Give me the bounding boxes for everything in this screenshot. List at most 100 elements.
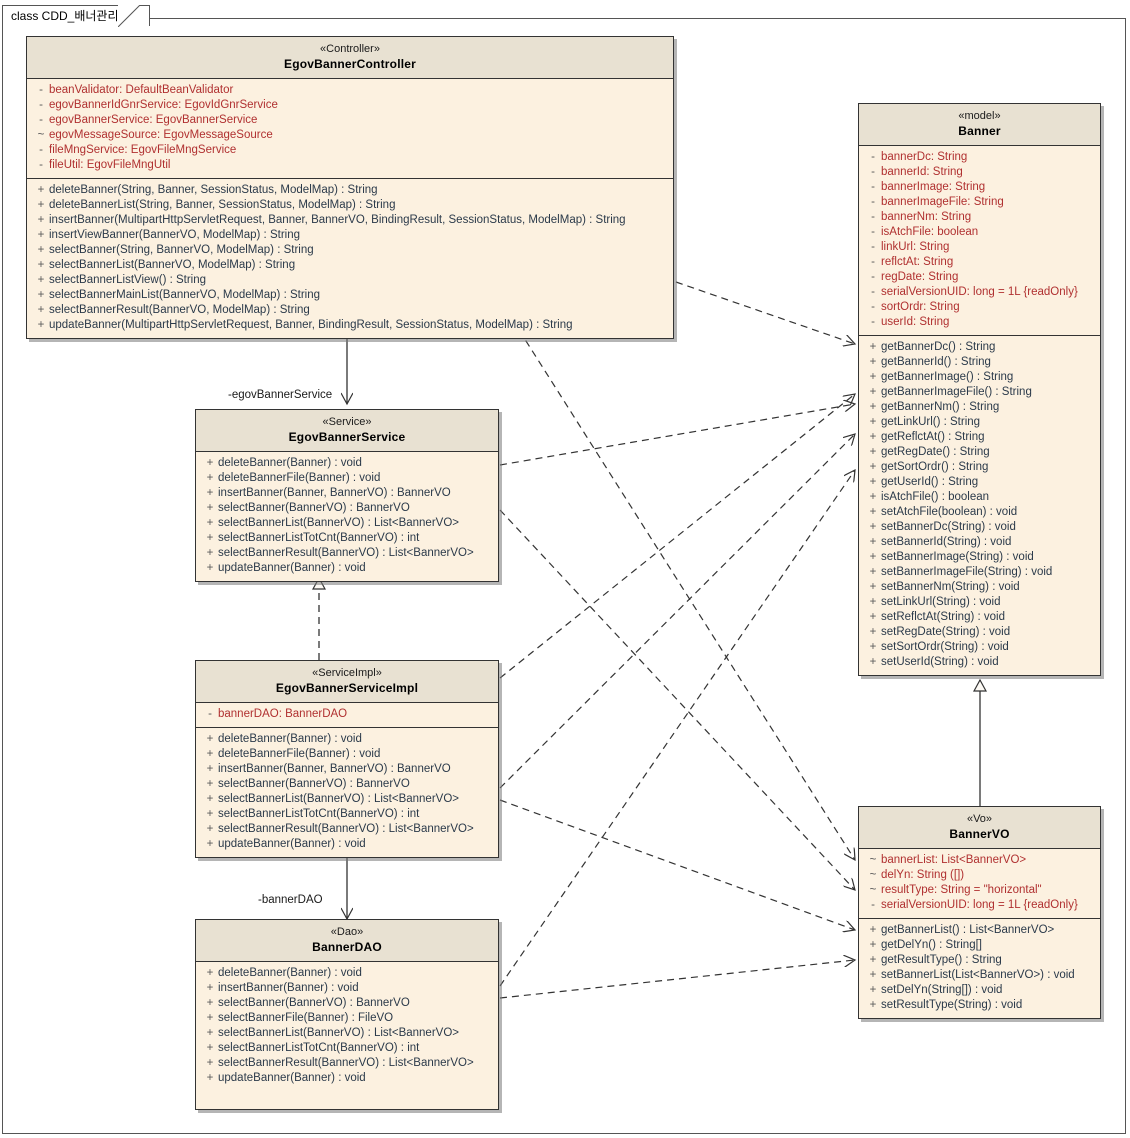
visibility-marker: + bbox=[206, 1057, 214, 1069]
class-operation: +setDelYn(String[]) : void bbox=[861, 983, 1098, 998]
class-attribute: -fileUtil: EgovFileMngUtil bbox=[29, 158, 671, 173]
member-signature: getBannerDc() : String bbox=[881, 341, 996, 353]
class-operation: +getRegDate() : String bbox=[861, 445, 1098, 460]
class-attribute: -isAtchFile: boolean bbox=[861, 225, 1098, 240]
class-operation: +selectBannerList(BannerVO) : List<Banne… bbox=[198, 1026, 496, 1041]
member-signature: bannerImageFile: String bbox=[881, 196, 1004, 208]
member-signature: setRegDate(String) : void bbox=[881, 626, 1011, 638]
member-signature: setLinkUrl(String) : void bbox=[881, 596, 1001, 608]
class-box-banner-vo[interactable]: «Vo» BannerVO ~bannerList: List<BannerVO… bbox=[858, 806, 1101, 1019]
class-operation: +selectBannerListView() : String bbox=[29, 273, 671, 288]
class-header: «Service» EgovBannerService bbox=[196, 410, 498, 452]
class-box-banner[interactable]: «model» Banner -bannerDc: String-bannerI… bbox=[858, 103, 1101, 676]
visibility-marker: - bbox=[871, 271, 875, 283]
visibility-marker: + bbox=[869, 431, 877, 443]
member-signature: fileMngService: EgovFileMngService bbox=[49, 144, 237, 156]
member-signature: setBannerDc(String) : void bbox=[881, 521, 1016, 533]
class-operation: +getUserId() : String bbox=[861, 475, 1098, 490]
visibility-marker: ~ bbox=[869, 869, 877, 881]
visibility-marker: - bbox=[871, 181, 875, 193]
class-name: EgovBannerController bbox=[283, 57, 416, 71]
operations-compartment: +deleteBanner(Banner) : void+deleteBanne… bbox=[196, 452, 498, 581]
class-operation: + getBannerNm() : String bbox=[861, 400, 1098, 415]
visibility-marker: + bbox=[869, 476, 877, 488]
operations-compartment: +getBannerDc() : String+getBannerId() : … bbox=[859, 335, 1100, 675]
member-signature: selectBannerResult(BannerVO) : List<Bann… bbox=[218, 547, 474, 559]
member-signature: selectBannerListTotCnt(BannerVO) : int bbox=[218, 808, 420, 820]
class-box-egov-banner-service[interactable]: «Service» EgovBannerService +deleteBanne… bbox=[195, 409, 499, 582]
member-signature: regDate: String bbox=[881, 271, 959, 283]
visibility-marker: + bbox=[206, 1042, 214, 1054]
member-signature: insertBanner(Banner, BannerVO) : BannerV… bbox=[218, 487, 451, 499]
class-attribute: -egovBannerService: EgovBannerService bbox=[29, 113, 671, 128]
class-operation: +selectBanner(BannerVO) : BannerVO bbox=[198, 996, 496, 1011]
class-attribute: -linkUrl: String bbox=[861, 240, 1098, 255]
visibility-marker: + bbox=[869, 581, 877, 593]
class-attribute: -serialVersionUID: long = 1L {readOnly} bbox=[861, 285, 1098, 300]
member-signature: resultType: String = "horizontal" bbox=[881, 884, 1042, 896]
visibility-marker: + bbox=[206, 562, 214, 574]
visibility-marker: + bbox=[869, 446, 877, 458]
link-label-banner-dao: -bannerDAO bbox=[258, 894, 323, 906]
visibility-marker: + bbox=[869, 656, 877, 668]
class-attribute: -egovBannerIdGnrService: EgovIdGnrServic… bbox=[29, 98, 671, 113]
class-operation: +getBannerList() : List<BannerVO> bbox=[861, 923, 1098, 938]
class-box-banner-dao[interactable]: «Dao» BannerDAO +deleteBanner(Banner) : … bbox=[195, 919, 499, 1110]
member-signature: setSortOrdr(String) : void bbox=[881, 641, 1009, 653]
member-signature: selectBannerList(BannerVO, ModelMap) : S… bbox=[49, 259, 296, 271]
visibility-marker: + bbox=[869, 536, 877, 548]
visibility-marker: + bbox=[37, 274, 45, 286]
member-signature: getBannerList() : List<BannerVO> bbox=[881, 924, 1055, 936]
member-signature: deleteBannerFile(Banner) : void bbox=[218, 472, 381, 484]
class-operation: +setBannerDc(String) : void bbox=[861, 520, 1098, 535]
member-signature: setReflctAt(String) : void bbox=[881, 611, 1005, 623]
class-stereotype: «ServiceImpl» bbox=[312, 667, 382, 679]
class-operation: +deleteBannerFile(Banner) : void bbox=[198, 747, 496, 762]
class-operation: +getResultType() : String bbox=[861, 953, 1098, 968]
member-signature: getReflctAt() : String bbox=[881, 431, 985, 443]
class-box-egov-banner-service-impl[interactable]: «ServiceImpl» EgovBannerServiceImpl -ban… bbox=[195, 660, 499, 858]
class-operation: +setResultType(String) : void bbox=[861, 998, 1098, 1013]
member-signature: getBannerId() : String bbox=[881, 356, 991, 368]
class-box-egov-banner-controller[interactable]: «Controller» EgovBannerController -beanV… bbox=[26, 36, 674, 339]
member-signature: deleteBanner(String, Banner, SessionStat… bbox=[49, 184, 378, 196]
member-signature: reflctAt: String bbox=[881, 256, 954, 268]
member-signature: selectBanner(String, BannerVO, ModelMap)… bbox=[49, 244, 314, 256]
operations-compartment: + deleteBanner(String, Banner, SessionSta… bbox=[27, 178, 673, 338]
visibility-marker: + bbox=[869, 506, 877, 518]
member-signature: setBannerNm(String) : void bbox=[881, 581, 1020, 593]
class-operation: +getSortOrdr() : String bbox=[861, 460, 1098, 475]
visibility-marker: + bbox=[206, 1072, 214, 1084]
member-signature: selectBannerResult(BannerVO) : List<Bann… bbox=[218, 823, 474, 835]
visibility-marker: + bbox=[37, 184, 45, 196]
class-operation: +getBannerImage() : String bbox=[861, 370, 1098, 385]
class-name: BannerVO bbox=[949, 827, 1010, 841]
visibility-marker: + bbox=[869, 401, 877, 413]
member-signature: updateBanner(Banner) : void bbox=[218, 838, 366, 850]
class-stereotype: «Controller» bbox=[320, 43, 380, 55]
class-operation: +selectBannerResult(BannerVO, ModelMap) … bbox=[29, 303, 671, 318]
member-signature: serialVersionUID: long = 1L {readOnly} bbox=[881, 899, 1078, 911]
class-name: EgovBannerServiceImpl bbox=[275, 681, 419, 695]
member-signature: selectBannerResult(BannerVO, ModelMap) :… bbox=[49, 304, 310, 316]
member-signature: deleteBannerFile(Banner) : void bbox=[218, 748, 381, 760]
class-attribute: -bannerImageFile: String bbox=[861, 195, 1098, 210]
operations-compartment: +getBannerList() : List<BannerVO>+getDel… bbox=[859, 918, 1100, 1018]
member-signature: getSortOrdr() : String bbox=[881, 461, 989, 473]
class-operation: +getBannerDc() : String bbox=[861, 340, 1098, 355]
visibility-marker: + bbox=[869, 984, 877, 996]
visibility-marker: - bbox=[208, 708, 212, 720]
member-signature: getLinkUrl() : String bbox=[881, 416, 981, 428]
class-header: «Vo» BannerVO bbox=[859, 807, 1100, 849]
member-signature: getBannerNm() : String bbox=[881, 401, 1000, 413]
member-signature: selectBanner(BannerVO) : BannerVO bbox=[218, 997, 410, 1009]
member-signature: isAtchFile: boolean bbox=[881, 226, 979, 238]
visibility-marker: + bbox=[206, 457, 214, 469]
visibility-marker: + bbox=[37, 259, 45, 271]
attributes-compartment: -bannerDAO: BannerDAO bbox=[196, 703, 498, 727]
member-signature: selectBannerList(BannerVO) : List<Banner… bbox=[218, 793, 459, 805]
visibility-marker: + bbox=[869, 596, 877, 608]
operations-compartment: +deleteBanner(Banner) : void+insertBanne… bbox=[196, 962, 498, 1091]
operations-compartment: +deleteBanner(Banner) : void+deleteBanne… bbox=[196, 727, 498, 857]
class-operation: + selectBannerList(BannerVO, ModelMap) : … bbox=[29, 258, 671, 273]
